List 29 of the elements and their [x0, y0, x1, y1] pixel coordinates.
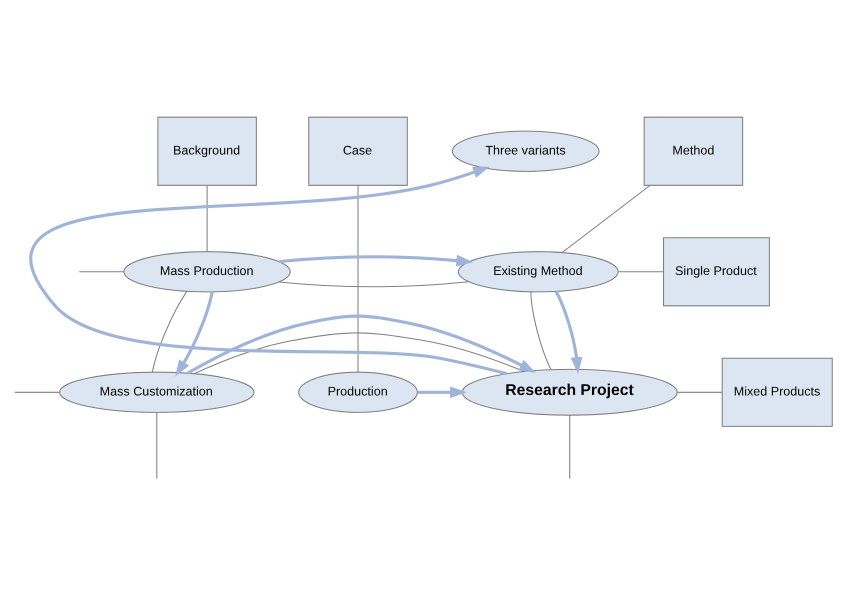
connector [530, 292, 551, 370]
connector [14, 392, 59, 393]
connector [568, 415, 570, 479]
connector [562, 185, 650, 253]
node-ellipse: Research Project [461, 368, 678, 416]
connector [151, 291, 187, 372]
connector [156, 412, 157, 479]
connector [677, 392, 722, 393]
node-box: Background [156, 116, 256, 186]
node-box: Case [308, 116, 408, 186]
node-ellipse: Three variants [451, 130, 600, 172]
node-box: Single Product [662, 237, 770, 306]
arrow [186, 314, 536, 375]
node-ellipse: Mass Customization [58, 372, 254, 413]
connector [278, 281, 468, 288]
connector [78, 271, 124, 272]
node-ellipse: Existing Method [457, 251, 618, 292]
arrow [174, 292, 214, 377]
node-ellipse: Production [298, 372, 418, 413]
arrow [30, 166, 506, 376]
node-ellipse: Mass Production [122, 251, 290, 292]
arrow [554, 290, 582, 374]
connector [618, 271, 663, 272]
node-box: Method [643, 116, 743, 186]
connector [206, 186, 208, 252]
arrow [417, 386, 466, 398]
connector [357, 186, 358, 372]
arrow [278, 254, 473, 266]
node-box: Mixed Products [721, 358, 832, 427]
